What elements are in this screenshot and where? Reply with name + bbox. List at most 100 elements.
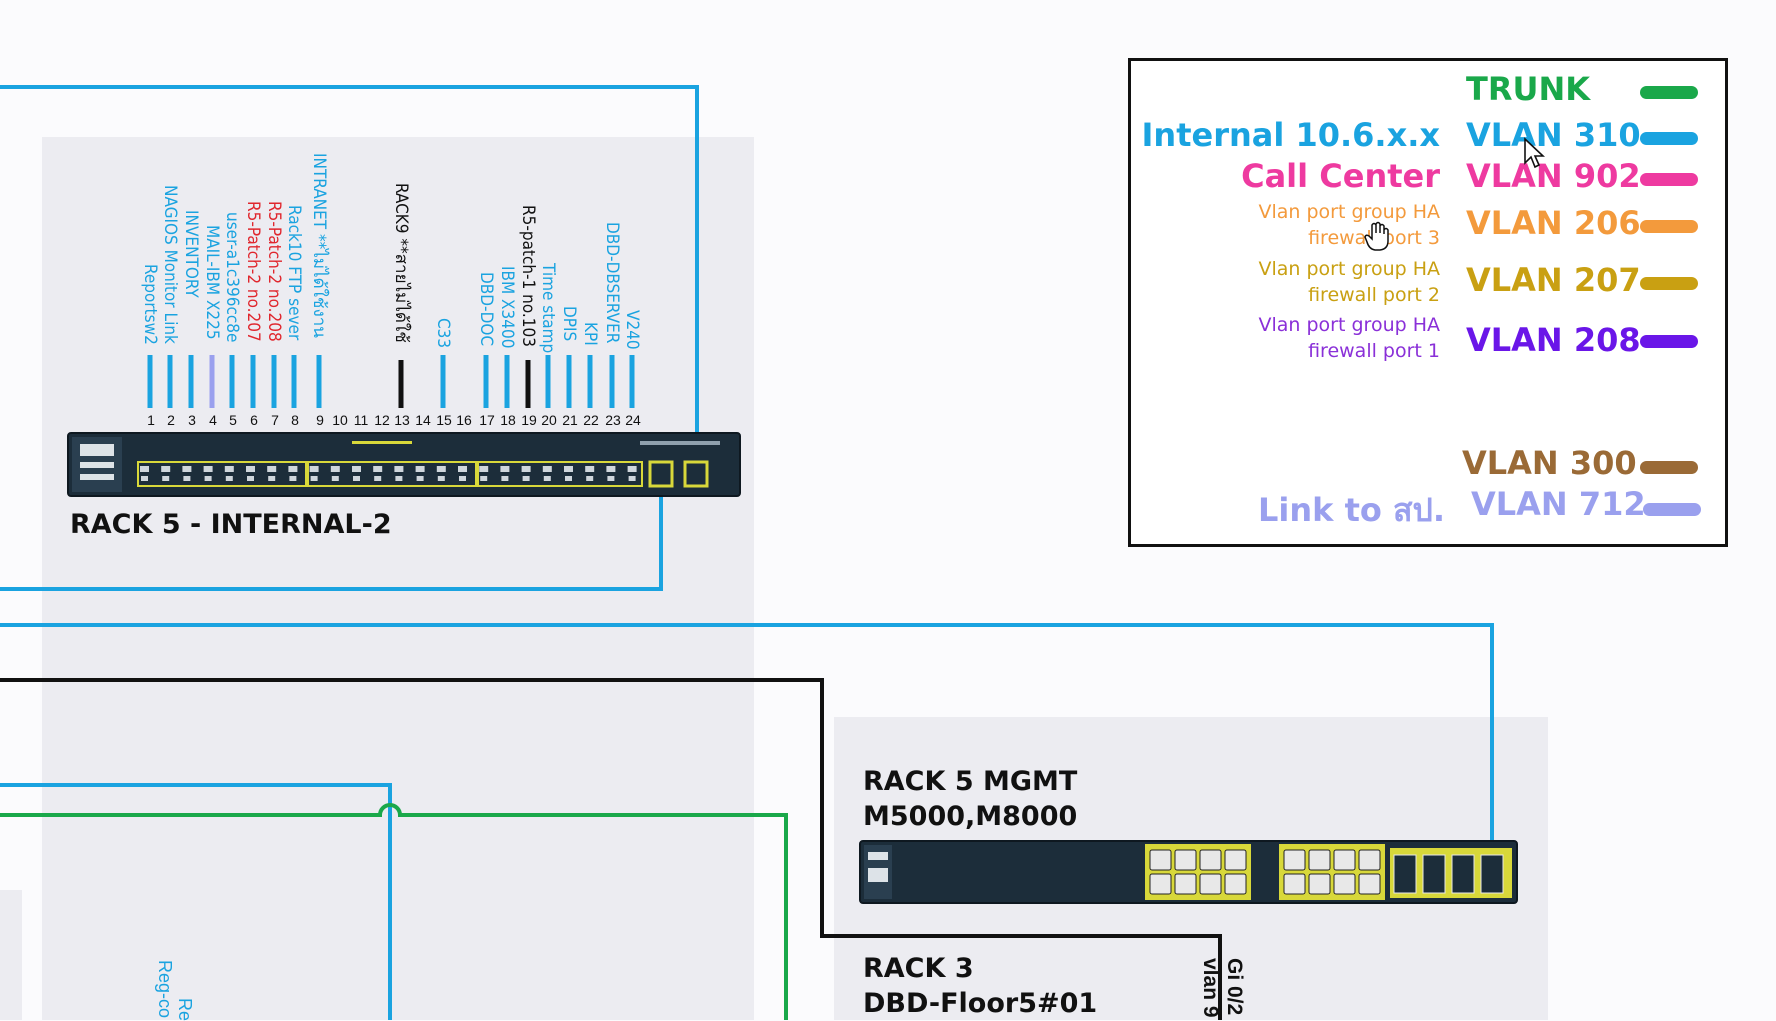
port-number: 17 [479,412,495,428]
port-stub-1 [147,355,153,408]
rack-title-rack3: RACK 3 DBD-Floor5#01 [863,951,1097,1021]
legend-trunk: TRUNK [1466,70,1591,108]
legend-vlan208-swatch [1640,335,1698,348]
port-label-19: R5-patch-1 no.103 [518,205,538,347]
legend-vlan206: VLAN 206 [1466,204,1641,242]
port-stub-2 [167,355,173,408]
legend-ha3-line1: Vlan port group HA [1258,201,1441,223]
rack-title-internal2: RACK 5 - INTERNAL-2 [70,509,392,540]
port-number: 9 [316,412,324,428]
port-label-20: Time stamp [538,263,558,354]
reg-label-2: Re [175,998,195,1021]
port-number: 15 [436,412,452,428]
legend-trunk-swatch [1640,86,1698,99]
port-number: 5 [229,412,237,428]
port-stub-15 [440,355,446,408]
port-stub-13 [398,360,404,408]
port-number: 4 [209,412,217,428]
legend-ha2-line2: firewall port 2 [1308,284,1440,306]
cable-vlan310-top [0,85,699,470]
port-number: 12 [374,412,390,428]
port-label-6: R5-Patch-2 no.207 [243,201,263,342]
legend-vlan208: VLAN 208 [1466,321,1641,359]
gi-port-label: Gi 0/2 [1223,958,1246,1016]
rack-title-rack3-line1: RACK 3 [863,953,974,984]
port-number: 10 [332,412,348,428]
port-label-21: DPIS [559,306,579,342]
port-stub-21 [566,355,572,408]
port-label-13: RACK9 **สายไม่ได้ใช้ [391,183,411,343]
cable-vlan310-lower [0,783,392,1020]
legend-vlan300: VLAN 300 [1462,444,1637,482]
port-stub-5 [229,355,235,408]
legend-link-label: Link to สป. [1258,491,1445,529]
port-number: 8 [291,412,299,428]
port-number: 18 [500,412,516,428]
rack-panel-internal2 [42,137,754,1020]
port-label-3: INVENTORY [181,210,201,298]
port-label-18: IBM X3400 [497,266,517,349]
port-stub-17 [483,355,489,408]
rack-title-mgmt-line1: RACK 5 MGMT [863,766,1078,797]
legend-vlan300-swatch [1640,461,1698,474]
legend-ha3-label: Vlan port group HA firewall port 3 [1259,199,1441,251]
rack-title-rack3-line2: DBD-Floor5#01 [863,988,1098,1019]
port-number: 24 [625,412,641,428]
port-number: 1 [147,412,155,428]
legend-ha1-line1: Vlan port group HA [1258,314,1441,336]
port-label-22: KPI [580,322,600,346]
legend-callcenter-label: Call Center [1241,157,1440,195]
port-stub-6 [250,355,256,408]
port-number: 13 [394,412,410,428]
legend-internal-label: Internal 10.6.x.x [1141,116,1441,154]
legend-ha2-label: Vlan port group HA firewall port 2 [1259,256,1441,308]
port-number: 3 [188,412,196,428]
vlan-port-label: vlan 9 [1199,958,1222,1018]
port-label-1: Reportsw2 [140,264,160,345]
legend-vlan207: VLAN 207 [1466,261,1641,299]
port-stub-20 [545,355,551,408]
legend-vlan712: VLAN 712 [1471,485,1646,523]
port-stub-22 [587,355,593,408]
port-label-5: user-a1c396cc8e [222,212,242,343]
port-stub-4 [209,355,215,408]
port-label-2: NAGIOS Monitor Link [160,185,180,344]
arrow-cursor-icon [1524,137,1545,169]
port-number: 2 [167,412,175,428]
port-stub-7 [271,355,277,408]
port-number: 7 [271,412,279,428]
legend-ha2-line1: Vlan port group HA [1258,258,1441,280]
cable-black-rack3 [0,678,1222,1020]
port-number: 20 [541,412,557,428]
hand-cursor-icon [1364,221,1389,251]
port-label-23: DBD-DBSERVER [602,222,622,344]
port-stub-19 [525,360,531,408]
legend-vlan902-swatch [1640,173,1698,186]
switch-internal2 [67,432,741,497]
vlan-legend: TRUNK Internal 10.6.x.x VLAN 310 Call Ce… [1128,58,1728,547]
port-label-24: V240 [622,310,642,350]
port-stub-23 [609,355,615,408]
port-label-4: MAIL-IBM X225 [202,225,222,340]
port-stub-8 [291,355,297,408]
rack-title-mgmt-line2: M5000,M8000 [863,801,1078,832]
cable-vlan310-bottom [0,470,663,591]
port-number: 11 [353,412,369,428]
port-number: 6 [250,412,258,428]
port-label-15: C33 [433,318,453,349]
legend-vlan206-swatch [1640,220,1698,233]
port-number: 16 [456,412,472,428]
port-label-7: R5-Patch-2 no.208 [264,201,284,342]
rack-panel-left-lower [0,890,22,1020]
port-label-8: Rack10 FTP sever [284,205,304,341]
rack-title-mgmt: RACK 5 MGMT M5000,M8000 [863,764,1077,834]
port-number: 22 [583,412,599,428]
legend-vlan310: VLAN 310 [1466,116,1641,154]
port-stub-24 [629,355,635,408]
port-number: 14 [415,412,431,428]
port-stub-9 [316,355,322,408]
cable-vlan310-mgmt [0,623,1494,868]
cable-trunk-lower [0,803,788,1020]
port-stub-3 [188,355,194,408]
reg-label-1: Reg-co [155,960,175,1019]
